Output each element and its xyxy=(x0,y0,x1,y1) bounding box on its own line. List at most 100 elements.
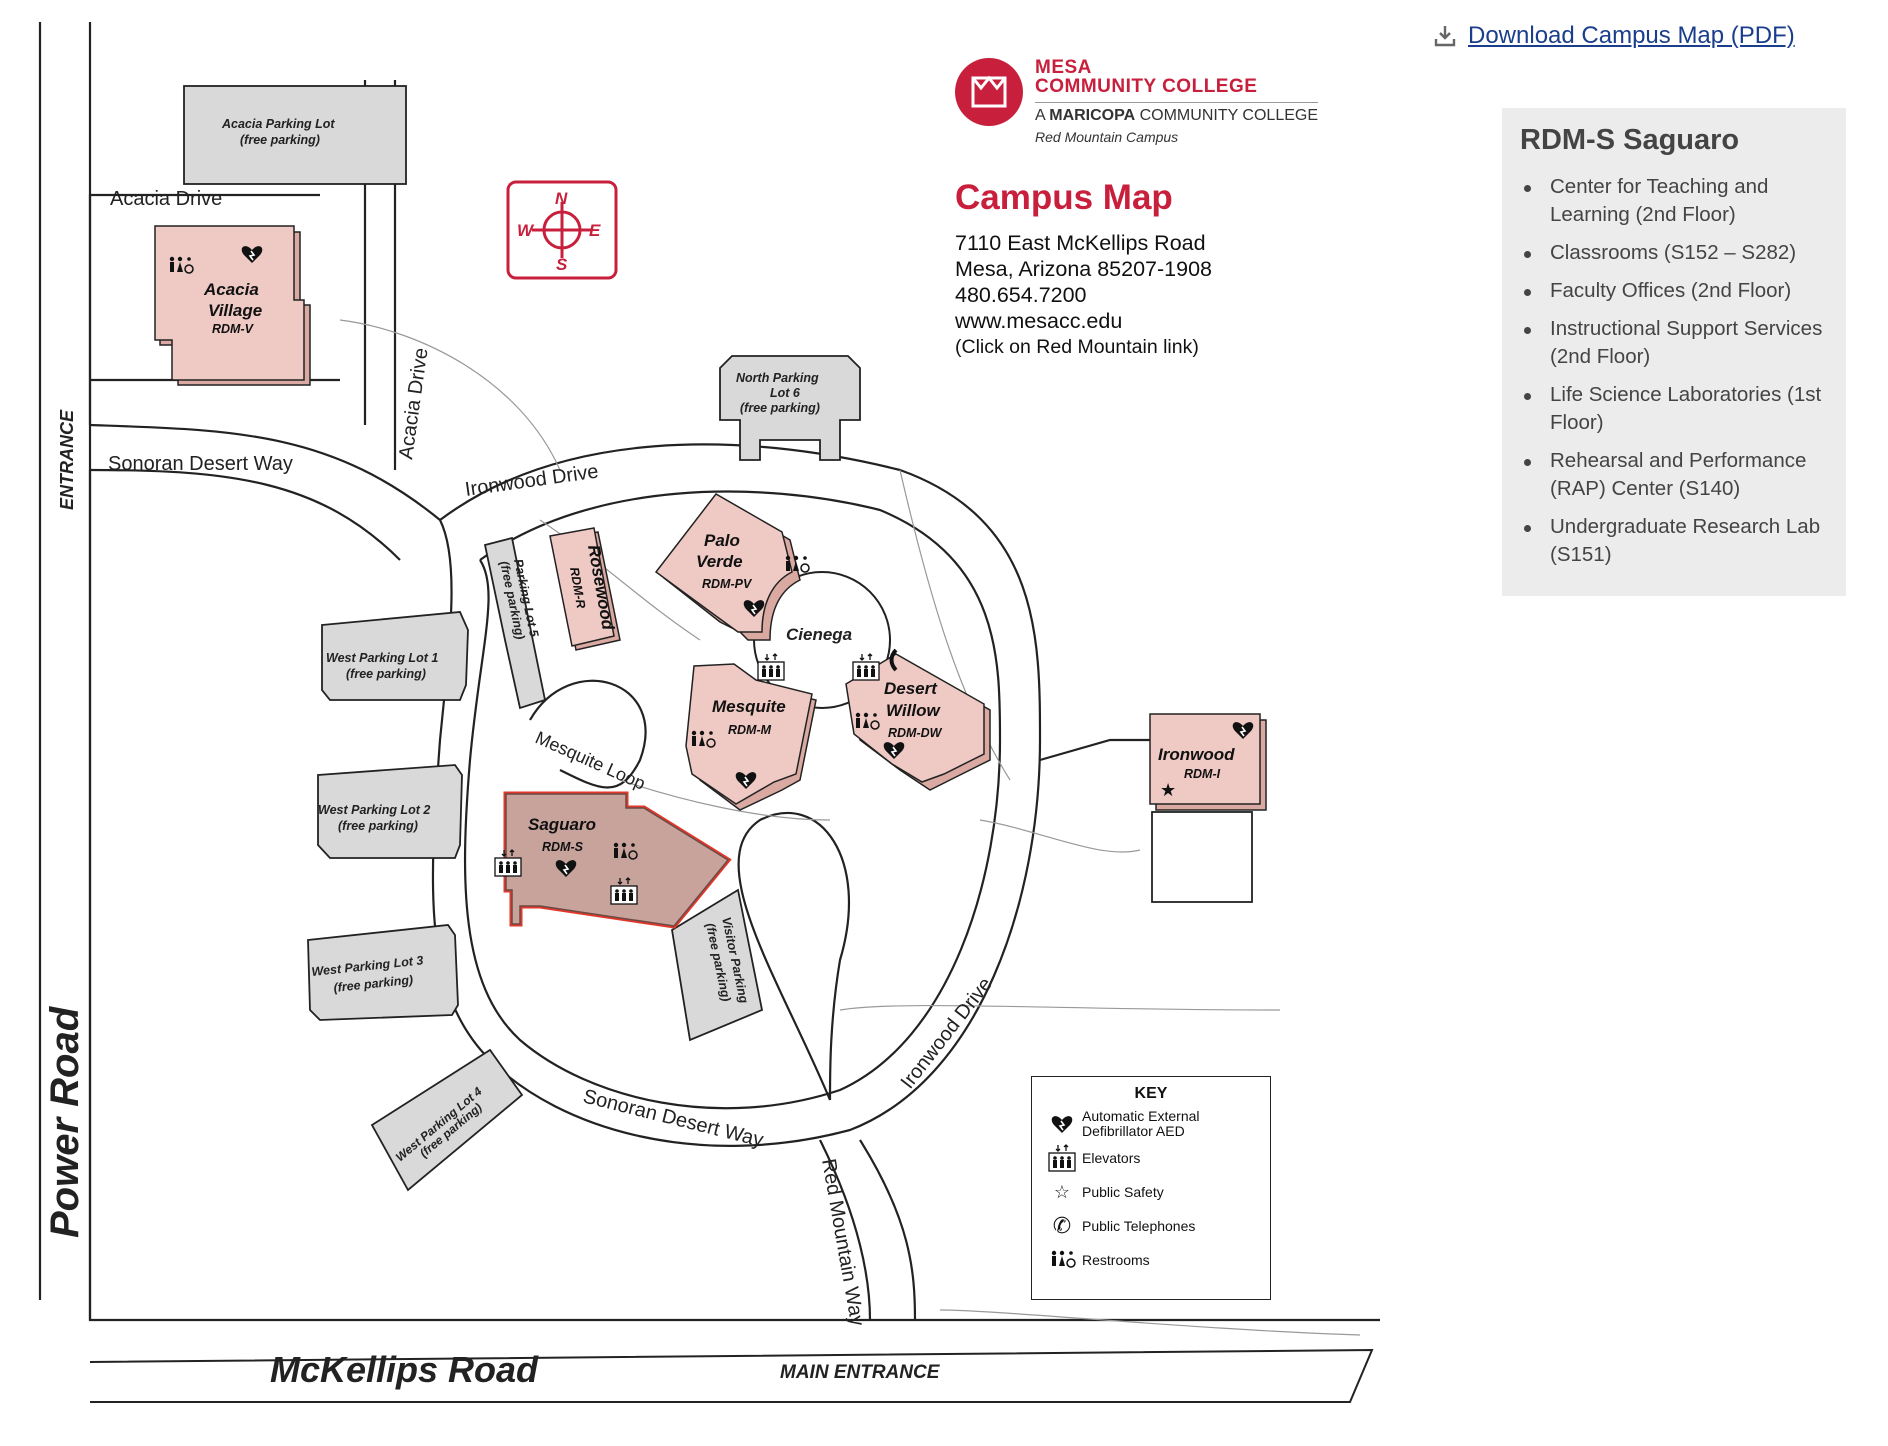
key-public-safety-label: Public Safety xyxy=(1082,1183,1164,1200)
key-aed-label2: Defibrillator AED xyxy=(1082,1123,1185,1139)
desert-willow-name2: Willow xyxy=(886,701,941,720)
main-entrance-label: MAIN ENTRANCE xyxy=(780,1362,941,1383)
desert-willow-name1: Desert xyxy=(884,679,938,698)
desert-willow-code: RDM-DW xyxy=(888,726,943,740)
compass-rose: N S E W xyxy=(506,180,618,280)
building-info-list: Center for Teaching and Learning (2nd Fl… xyxy=(1520,173,1828,569)
address-line2: Mesa, Arizona 85207-1908 xyxy=(955,257,1212,281)
building-mesquite[interactable]: Mesquite RDM-M xyxy=(685,653,817,811)
west2-sub: (free parking) xyxy=(338,819,418,833)
ironwood-name: Ironwood xyxy=(1158,745,1235,764)
compass-e: E xyxy=(589,221,601,240)
west1-sub: (free parking) xyxy=(346,667,426,681)
sonoran-desert-way-top-label: Sonoran Desert Way xyxy=(108,453,293,475)
logo-line3-prefix: A xyxy=(1035,107,1050,124)
saguaro-code: RDM-S xyxy=(542,840,584,854)
compass-s: S xyxy=(556,255,568,274)
key-row-telephones: ✆ Public Telephones xyxy=(1032,1209,1270,1243)
logo-line1: MESA xyxy=(1035,57,1092,78)
west-parking-lot-1 xyxy=(321,611,469,701)
north-lot-label: North Parking xyxy=(736,371,819,385)
palo-verde-name2: Verde xyxy=(696,552,743,571)
acacia-parking-lot xyxy=(183,85,407,185)
telephone-icon xyxy=(889,648,898,672)
public-safety-star-icon: ★ xyxy=(1160,780,1176,800)
logo-line3-bold: MARICOPA xyxy=(1049,107,1136,124)
key-aed-label1: Automatic External xyxy=(1082,1108,1200,1124)
palo-verde-name1: Palo xyxy=(704,531,740,550)
acacia-lot-label: Acacia Parking Lot xyxy=(221,117,335,131)
building-acacia-village[interactable]: Acacia Village RDM-V xyxy=(154,225,311,386)
entrance-label: ENTRANCE xyxy=(57,409,77,510)
cienega-label: Cienega xyxy=(786,625,852,644)
key-restrooms-label: Restrooms xyxy=(1082,1251,1150,1268)
logo-line2: COMMUNITY COLLEGE xyxy=(1035,76,1258,97)
visitor-parking-lot xyxy=(671,888,764,1042)
mckellips-road-bar: McKellips Road MAIN ENTRANCE xyxy=(89,1348,1374,1403)
list-item: Life Science Laboratories (1st Floor) xyxy=(1520,381,1828,437)
list-item: Undergraduate Research Lab (S151) xyxy=(1520,513,1828,569)
download-campus-map-link[interactable]: Download Campus Map (PDF) xyxy=(1432,22,1795,50)
key-title: KEY xyxy=(1134,1085,1168,1102)
list-item: Center for Teaching and Learning (2nd Fl… xyxy=(1520,173,1828,229)
list-item: Classrooms (S152 – S282) xyxy=(1520,239,1828,267)
key-row-elevators: Elevators xyxy=(1032,1141,1270,1175)
palo-verde-code: RDM-PV xyxy=(702,577,753,591)
compass-n: N xyxy=(555,189,568,208)
download-label: Download Campus Map (PDF) xyxy=(1468,22,1795,49)
logo-mark-icon xyxy=(955,58,1023,126)
restroom-icon xyxy=(1042,1249,1082,1271)
key-row-public-safety: ☆ Public Safety xyxy=(1032,1175,1270,1209)
west-parking-lot-2 xyxy=(317,764,463,859)
acacia-lot-sub: (free parking) xyxy=(240,133,320,147)
west1-label: West Parking Lot 1 xyxy=(326,651,438,665)
parking-lot-5 xyxy=(483,536,547,710)
list-item: Faculty Offices (2nd Floor) xyxy=(1520,277,1828,305)
power-road-label: Power Road xyxy=(43,1005,87,1238)
acacia-name1: Acacia xyxy=(203,280,259,299)
saguaro-name: Saguaro xyxy=(528,815,596,834)
north-lot-sub2: (free parking) xyxy=(740,401,820,415)
mesquite-name: Mesquite xyxy=(712,697,786,716)
ironwood-code: RDM-I xyxy=(1184,767,1221,781)
walkways xyxy=(339,319,1361,1336)
mesquite-code: RDM-M xyxy=(728,723,772,737)
aed-heart-icon xyxy=(1042,1112,1082,1136)
college-logo[interactable]: MESA COMMUNITY COLLEGE A MARICOPA COMMUN… xyxy=(955,58,1318,145)
building-saguaro[interactable]: Saguaro RDM-S xyxy=(494,791,732,929)
north-parking-lot-6 xyxy=(719,355,861,461)
elevator-icon xyxy=(1042,1143,1082,1173)
compass-w: W xyxy=(517,221,535,240)
mckellips-road-label: McKellips Road xyxy=(270,1349,539,1390)
building-ironwood[interactable]: Ironwood RDM-I ★ xyxy=(1149,713,1267,903)
restroom-icon xyxy=(785,555,810,573)
list-item: Instructional Support Services (2nd Floo… xyxy=(1520,315,1828,371)
address-line1: 7110 East McKellips Road xyxy=(955,231,1206,255)
public-safety-star-icon: ☆ xyxy=(1053,1181,1071,1202)
logo-line3-suffix: COMMUNITY COLLEGE xyxy=(1135,107,1318,124)
building-palo-verde[interactable]: Palo Verde RDM-PV xyxy=(654,493,810,641)
acacia-drive-vertical-label: Acacia Drive xyxy=(395,346,432,460)
download-icon xyxy=(1432,23,1458,49)
list-item: Rehearsal and Performance (RAP) Center (… xyxy=(1520,447,1828,503)
north-lot-sub1: Lot 6 xyxy=(770,386,801,400)
logo-line4: Red Mountain Campus xyxy=(1035,129,1179,145)
website: www.mesacc.edu xyxy=(955,309,1123,333)
building-rosewood[interactable]: Rosewood RDM-R xyxy=(549,527,621,651)
acacia-name2: Village xyxy=(208,301,262,320)
logo-line3: A MARICOPA COMMUNITY COLLEGE xyxy=(1035,102,1318,125)
building-info-panel: RDM-S Saguaro Center for Teaching and Le… xyxy=(1502,108,1846,596)
campus-map-title: Campus Map xyxy=(955,178,1173,217)
building-info-title: RDM-S Saguaro xyxy=(1520,124,1740,156)
telephone-icon: ✆ xyxy=(1052,1213,1072,1238)
parking-lots xyxy=(183,85,861,1192)
building-desert-willow[interactable]: Desert Willow RDM-DW xyxy=(845,648,991,791)
west2-label: West Parking Lot 2 xyxy=(318,803,430,817)
acacia-code: RDM-V xyxy=(212,322,255,336)
west-parking-lot-4 xyxy=(370,1048,524,1192)
campus-info: Campus Map 7110 East McKellips Road Mesa… xyxy=(955,178,1212,360)
website-note: (Click on Red Mountain link) xyxy=(955,336,1199,358)
